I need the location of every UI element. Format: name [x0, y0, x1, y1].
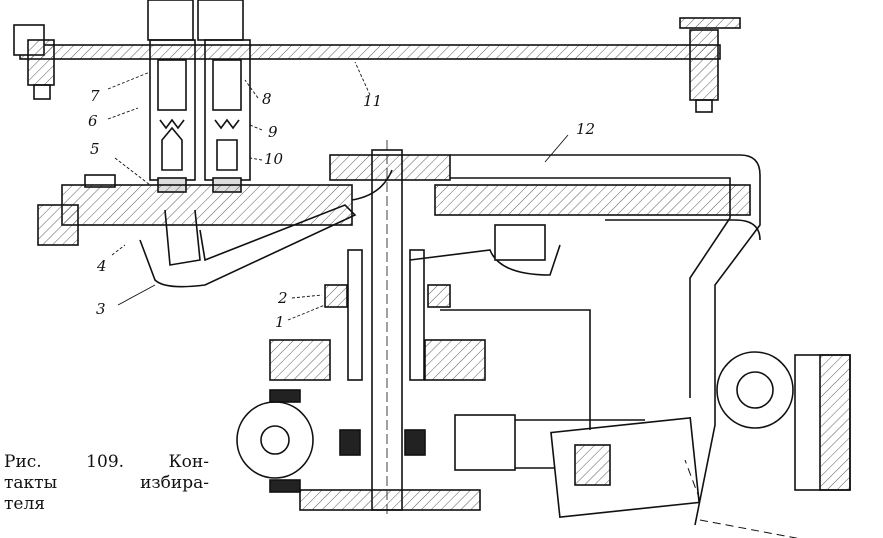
label-9: 9	[268, 123, 278, 141]
label-5: 5	[90, 140, 100, 158]
caption-line: такты избира-	[4, 473, 209, 493]
part-labels: 7 6 5 4 3 8 9 10 11 12 2 1	[88, 87, 595, 331]
brush-arm	[139, 204, 561, 288]
caption-line: теля	[4, 494, 45, 514]
label-11: 11	[363, 92, 382, 110]
label-1: 1	[275, 313, 285, 331]
brush-holders	[147, 0, 251, 193]
leader-lines	[107, 61, 569, 321]
cam-mechanism	[236, 351, 851, 518]
label-10: 10	[264, 150, 284, 168]
label-4: 4	[96, 257, 107, 275]
caption-line: Рис. 109. Кон-	[4, 452, 209, 472]
contact-plate	[37, 169, 751, 246]
label-6: 6	[88, 112, 98, 130]
label-12: 12	[576, 120, 595, 138]
label-2: 2	[277, 289, 288, 307]
label-7: 7	[90, 87, 100, 105]
label-8: 8	[262, 90, 272, 108]
pawl-arm	[440, 154, 799, 538]
central-shaft	[269, 140, 486, 515]
figure-caption: Рис. 109. Кон- такты избира- теля	[4, 452, 209, 515]
label-3: 3	[96, 300, 106, 318]
